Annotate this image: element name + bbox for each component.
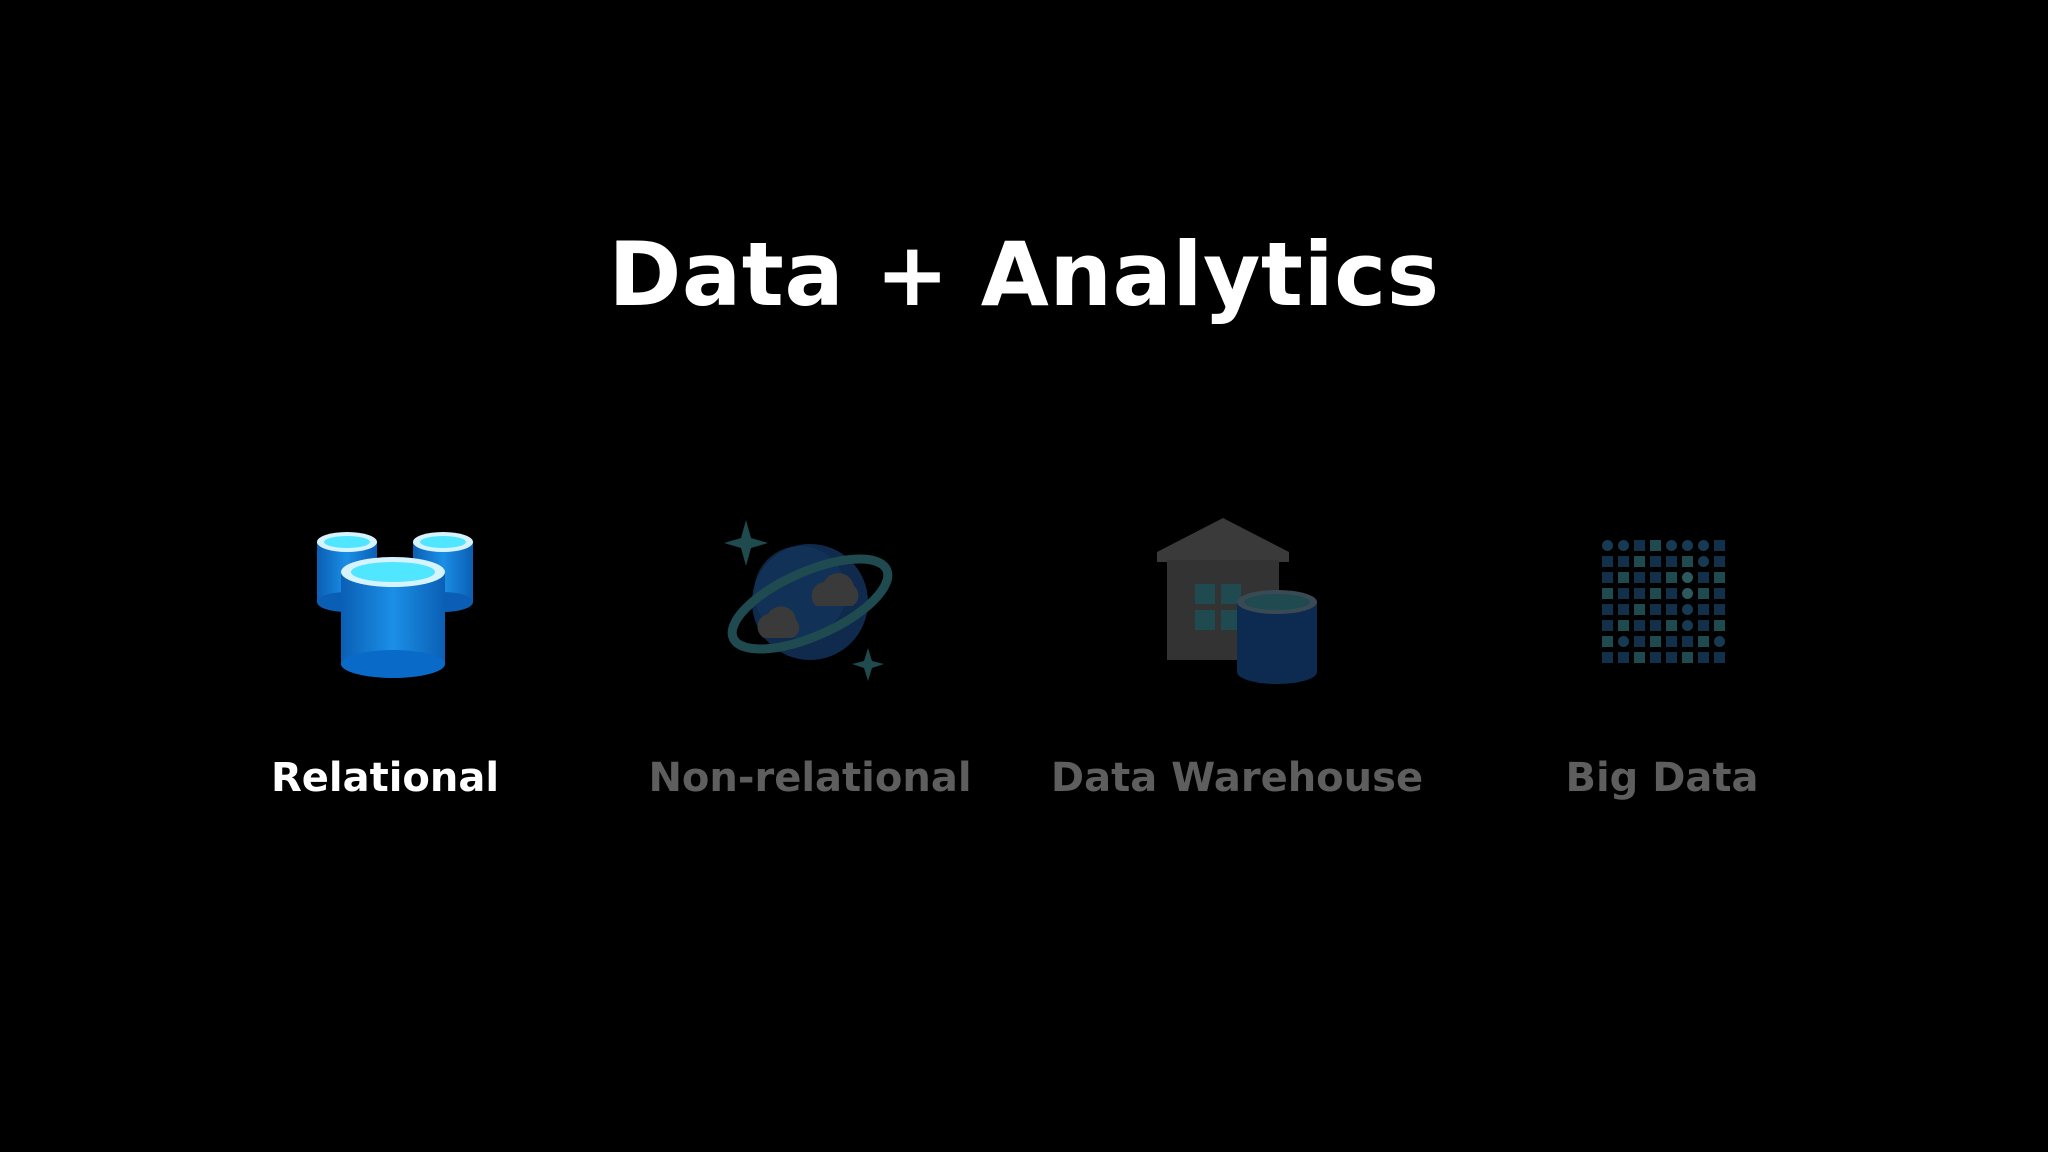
- grid-cell: [1618, 652, 1629, 663]
- grid-cell: [1602, 572, 1613, 583]
- grid-cell: [1634, 588, 1645, 599]
- grid-cell: [1682, 620, 1693, 631]
- category-label: Non-relational: [648, 755, 972, 801]
- grid-cell: [1618, 620, 1629, 631]
- category-data-warehouse[interactable]: Data Warehouse: [1027, 500, 1447, 820]
- big-data-grid-icon: [1572, 500, 1752, 700]
- grid-cell: [1602, 588, 1613, 599]
- grid-cell: [1682, 556, 1693, 567]
- category-non-relational[interactable]: Non-relational: [600, 500, 1020, 820]
- category-big-data[interactable]: Big Data: [1452, 500, 1872, 820]
- category-label: Relational: [270, 755, 500, 801]
- grid-cell: [1682, 604, 1693, 615]
- grid-cell: [1666, 620, 1677, 631]
- grid-cell: [1714, 572, 1725, 583]
- grid-cell: [1650, 652, 1661, 663]
- grid-cell: [1618, 572, 1629, 583]
- grid-cell: [1650, 572, 1661, 583]
- grid-cell: [1618, 588, 1629, 599]
- grid-cell: [1714, 540, 1725, 551]
- grid-cell: [1650, 556, 1661, 567]
- grid-cell: [1714, 652, 1725, 663]
- grid-cell: [1650, 604, 1661, 615]
- grid-cell: [1634, 572, 1645, 583]
- grid-cell: [1698, 588, 1709, 599]
- grid-cell: [1698, 636, 1709, 647]
- grid-cell: [1666, 540, 1677, 551]
- grid-cell: [1602, 540, 1613, 551]
- grid-cell: [1634, 652, 1645, 663]
- grid-cell: [1698, 620, 1709, 631]
- grid-cell: [1714, 604, 1725, 615]
- grid-cell: [1666, 636, 1677, 647]
- grid-cell: [1682, 588, 1693, 599]
- database-cylinders-icon: [295, 500, 475, 700]
- grid-cell: [1714, 620, 1725, 631]
- grid-cell: [1602, 556, 1613, 567]
- grid-cell: [1634, 620, 1645, 631]
- cosmos-planet-icon: [720, 500, 900, 700]
- grid-cell: [1698, 556, 1709, 567]
- slide-title: Data + Analytics: [608, 223, 1440, 326]
- grid-cell: [1634, 540, 1645, 551]
- warehouse-icon: [1147, 500, 1327, 700]
- grid-cell: [1650, 636, 1661, 647]
- grid-cell: [1618, 540, 1629, 551]
- category-label: Data Warehouse: [1050, 755, 1424, 801]
- grid-cell: [1666, 604, 1677, 615]
- grid-cell: [1602, 604, 1613, 615]
- grid-cell: [1698, 604, 1709, 615]
- category-relational[interactable]: Relational: [175, 500, 595, 820]
- grid-cell: [1602, 636, 1613, 647]
- grid-cell: [1666, 572, 1677, 583]
- grid-cell: [1634, 636, 1645, 647]
- grid-cell: [1682, 572, 1693, 583]
- grid-cell: [1602, 652, 1613, 663]
- grid-cell: [1650, 588, 1661, 599]
- grid-cell: [1634, 556, 1645, 567]
- grid-cell: [1714, 588, 1725, 599]
- grid-cell: [1714, 636, 1725, 647]
- grid-cell: [1618, 636, 1629, 647]
- grid-cell: [1650, 540, 1661, 551]
- grid-cell: [1650, 620, 1661, 631]
- grid-cell: [1698, 540, 1709, 551]
- grid-cell: [1618, 556, 1629, 567]
- grid-cell: [1682, 652, 1693, 663]
- grid-cell: [1666, 556, 1677, 567]
- grid-cell: [1634, 604, 1645, 615]
- grid-cell: [1698, 572, 1709, 583]
- grid-cell: [1666, 588, 1677, 599]
- grid-cell: [1698, 652, 1709, 663]
- grid-cell: [1714, 556, 1725, 567]
- grid-cell: [1666, 652, 1677, 663]
- grid-cell: [1618, 604, 1629, 615]
- grid-cell: [1682, 636, 1693, 647]
- grid-cell: [1602, 620, 1613, 631]
- grid-cell: [1682, 540, 1693, 551]
- category-label: Big Data: [1565, 755, 1759, 801]
